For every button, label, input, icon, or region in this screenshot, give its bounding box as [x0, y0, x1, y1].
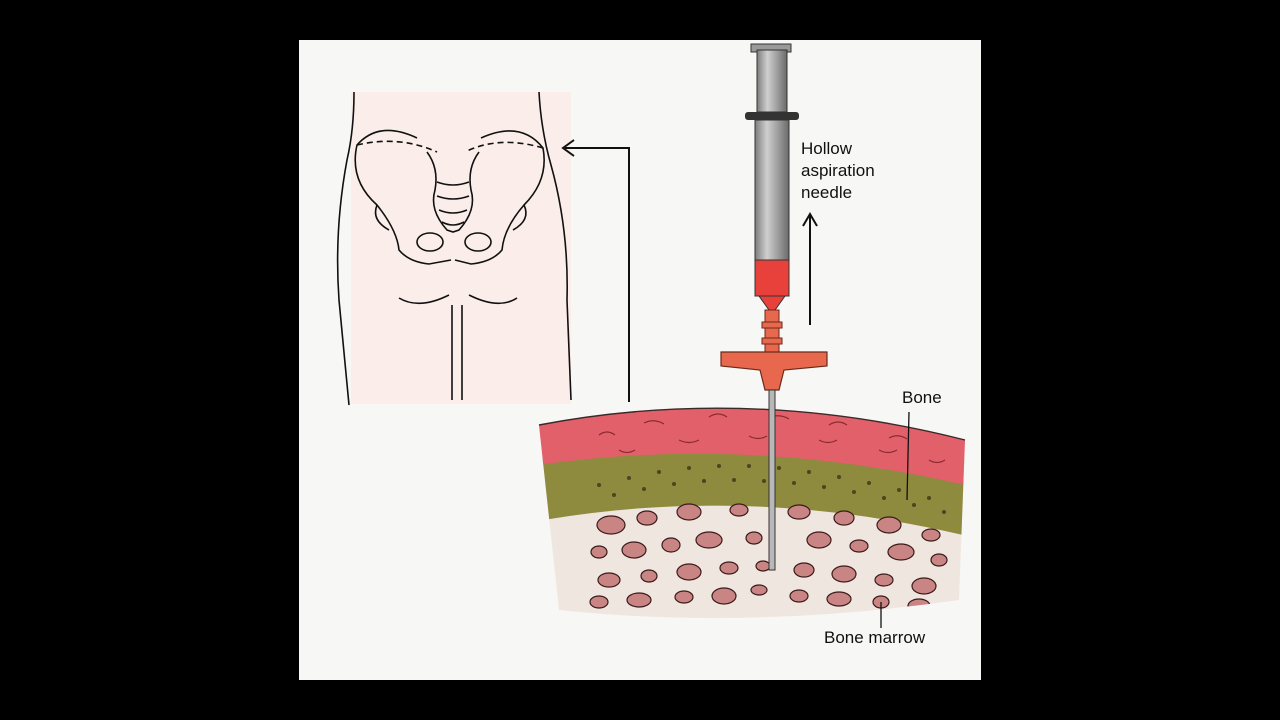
needle-label: Hollow aspiration needle — [801, 138, 875, 204]
bone-cross-section — [538, 407, 966, 618]
bone-leader-line — [906, 411, 910, 501]
needle-label-line3: needle — [801, 183, 853, 202]
diagram-frame: Hollow aspiration needle Bone Bone marro… — [299, 40, 981, 680]
needle-label-line1: Hollow — [801, 139, 853, 158]
needle-label-line2: aspiration — [801, 161, 875, 180]
bone-marrow-label: Bone marrow — [824, 628, 926, 647]
bone-marrow-aspiration-diagram — [336, 43, 966, 628]
upward-arrow — [802, 212, 818, 325]
bone-label: Bone — [902, 388, 942, 407]
pelvis-illustration — [336, 91, 572, 406]
syringe-needle-illustration — [720, 43, 828, 571]
connector-arrow — [561, 139, 630, 402]
